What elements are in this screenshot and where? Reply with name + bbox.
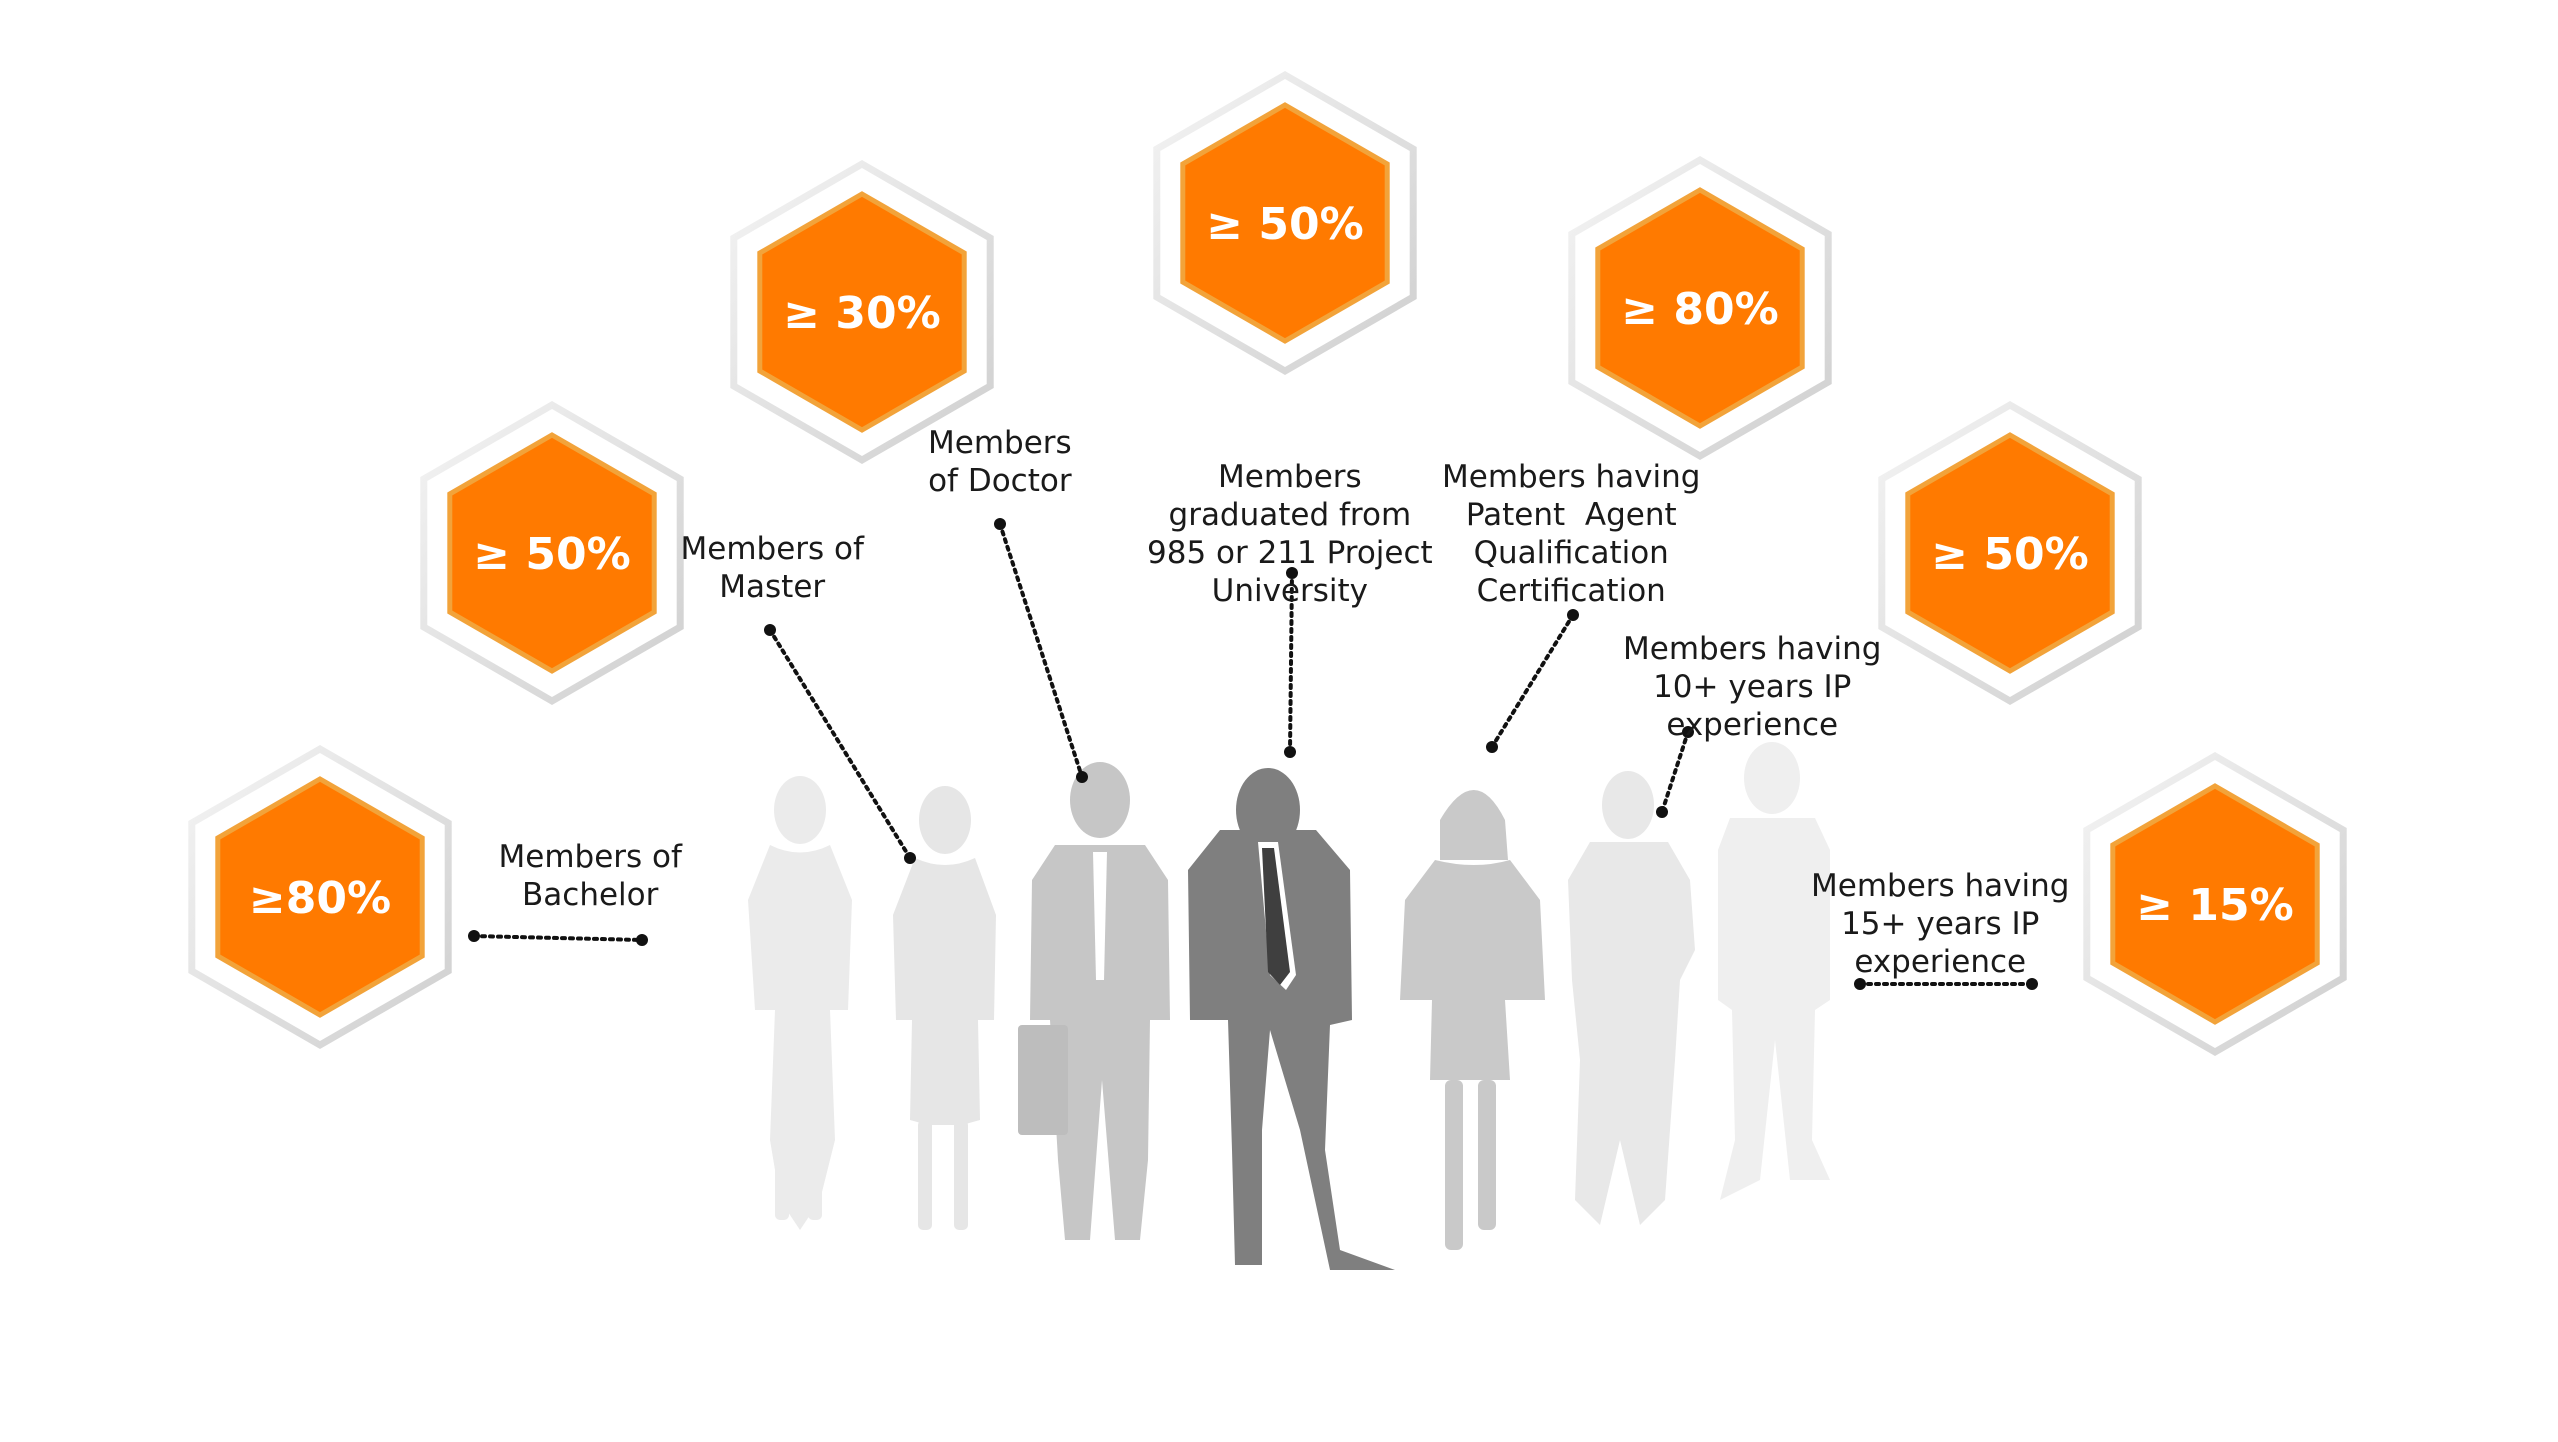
stat-hexagon-ten: ≥ 50%	[1878, 400, 2142, 706]
person-silhouette-6	[1568, 771, 1695, 1225]
connector-line-doctor	[998, 522, 1084, 779]
hexagon-orange-fill	[757, 191, 967, 433]
connector-dot-fifteen-start	[1854, 978, 1866, 990]
hexagon-orange-fill	[1905, 432, 2115, 674]
connector-dot-bachelor-start	[468, 930, 480, 942]
person-silhouette-1	[748, 776, 852, 1230]
hexagon-orange-fill	[215, 776, 425, 1018]
stat-value-fifteen: ≥ 15%	[2136, 880, 2294, 931]
stat-hexagon-project: ≥ 50%	[1153, 70, 1417, 376]
connector-line-master	[768, 628, 912, 860]
connector-dot-fifteen-end	[2026, 978, 2038, 990]
connector-line-patent	[1490, 613, 1575, 749]
stat-value-ten: ≥ 50%	[1931, 529, 2089, 580]
person-silhouette-3	[1018, 762, 1170, 1240]
dotted-connectors	[468, 518, 2038, 990]
person-silhouette-7	[1718, 742, 1830, 1200]
connector-line-bachelor	[472, 934, 644, 942]
connector-dot-doctor-start	[994, 518, 1006, 530]
connector-line-project	[1288, 571, 1294, 754]
connector-dot-project-end	[1284, 746, 1296, 758]
stat-hexagon-patent: ≥ 80%	[1568, 155, 1832, 461]
stat-label-doctor: Members of Doctor	[928, 425, 1072, 499]
stat-label-fifteen: Members having 15+ years IP experience	[1811, 868, 2070, 980]
stat-label-patent: Members having Patent Agent Qualificatio…	[1442, 459, 1701, 609]
hexagon-orange-fill	[1180, 102, 1390, 344]
stat-hexagon-fifteen: ≥ 15%	[2083, 751, 2347, 1057]
connector-dot-master-start	[764, 624, 776, 636]
hexagon-orange-fill	[2110, 783, 2320, 1025]
person-silhouette-5	[1400, 790, 1545, 1250]
stat-value-doctor: ≥ 30%	[783, 288, 941, 339]
stat-hexagon-doctor: ≥ 30%	[730, 159, 994, 465]
hexagon-orange-fill	[1595, 187, 1805, 429]
connector-line-ten	[1660, 730, 1690, 814]
connector-dot-ten-start	[1682, 726, 1694, 738]
stat-label-bachelor: Members of Bachelor	[498, 839, 682, 913]
stat-value-bachelor: ≥80%	[249, 873, 391, 924]
connector-dot-bachelor-end	[636, 934, 648, 946]
stat-value-master: ≥ 50%	[473, 529, 631, 580]
connector-dot-patent-end	[1486, 741, 1498, 753]
stat-label-project: Members graduated from 985 or 211 Projec…	[1147, 459, 1433, 609]
stat-badges: ≥80% ≥ 50% ≥ 30% ≥ 50% ≥ 80% ≥ 50% ≥ 15%	[188, 70, 2347, 1057]
connector-dot-project-start	[1286, 567, 1298, 579]
connector-dot-ten-end	[1656, 806, 1668, 818]
team-silhouettes	[748, 742, 1830, 1270]
person-silhouette-4	[1188, 768, 1395, 1270]
stat-label-ten: Members having 10+ years IP experience	[1623, 631, 1882, 743]
connector-dot-master-end	[904, 852, 916, 864]
stat-hexagon-bachelor: ≥80%	[188, 744, 452, 1050]
stat-label-master: Members of Master	[680, 531, 864, 605]
connector-dot-doctor-end	[1076, 771, 1088, 783]
stat-hexagon-master: ≥ 50%	[420, 400, 684, 706]
hexagon-orange-fill	[447, 432, 657, 674]
person-silhouette-2	[893, 786, 996, 1230]
stat-value-project: ≥ 50%	[1206, 199, 1364, 250]
stat-value-patent: ≥ 80%	[1621, 284, 1779, 335]
connector-dot-patent-start	[1567, 609, 1579, 621]
